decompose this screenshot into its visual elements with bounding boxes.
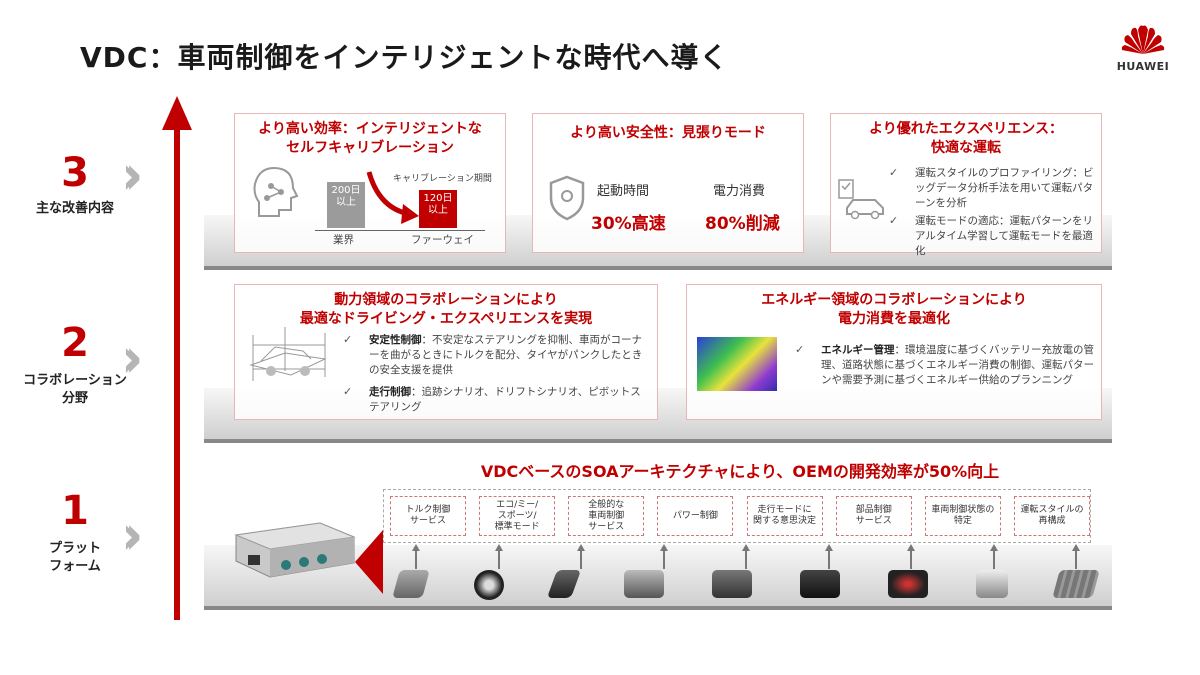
check-icon: ✓ — [795, 343, 805, 356]
startup-value: 30%高速 — [591, 214, 666, 234]
power-label: 電力消費 — [713, 184, 766, 199]
service-item: 走行モードに 関する意思決定 — [746, 496, 823, 536]
up-arrow-icon — [479, 544, 519, 569]
car-wireframe-icon — [249, 327, 327, 381]
check-icon: ✓ — [343, 333, 353, 346]
ecu-icon — [712, 570, 752, 598]
level-2-number: 2 — [61, 320, 89, 366]
huawei-label: ファーウェイ — [411, 234, 474, 246]
page-title: VDC：車両制御をインテリジェントな時代へ導く — [80, 41, 729, 74]
service-item: 部品制御 サービス — [835, 496, 912, 536]
battery-box-icon — [800, 570, 840, 598]
level-3-number: 3 — [61, 150, 89, 196]
safety-title: より高い安全性：見張りモード — [570, 125, 766, 141]
startup-label: 起動時間 — [597, 184, 650, 199]
service-item: エコ/ミー/ スポーツ/ 標準モード — [479, 496, 556, 536]
huawei-flower-icon — [1121, 25, 1165, 54]
up-arrow-icon — [726, 544, 766, 569]
abs-module-icon — [976, 570, 1008, 598]
service-item: トルク制御 サービス — [390, 496, 466, 536]
service-item: 車両制御状態の 特定 — [924, 496, 1001, 536]
car-checklist-icon — [838, 179, 884, 220]
power-domain-bullet-2: 走行制御：追跡シナリオ、ドリフトシナリオ、ピボットステアリング — [369, 385, 649, 415]
huawei-logo: HUAWEI — [1112, 22, 1174, 73]
bullet-body: ：追跡シナリオ、ドリフトシナリオ、ピボットステアリング — [369, 386, 641, 413]
up-arrow-icon — [809, 544, 849, 569]
experience-bullet-1: 運転スタイルのプロファイリング：ビッグデータ分析手法を用いて運転パターンを分析 — [915, 167, 1094, 209]
thermal-car-image — [697, 337, 777, 391]
progress-axis — [174, 108, 180, 620]
axis-arrow-head — [162, 96, 192, 130]
platform-pointer — [355, 530, 383, 594]
platform-headline: VDCベースのSOAアーキテクチャにより、OEMの開発効率が50%向上 — [480, 462, 1000, 481]
up-arrow-icon — [396, 544, 436, 569]
logo-text: HUAWEI — [1116, 60, 1170, 73]
services-container — [383, 489, 1091, 543]
service-item: パワー制御 — [657, 496, 734, 536]
up-arrow-icon — [561, 544, 601, 569]
shield-icon — [549, 175, 585, 221]
bar-baseline — [315, 230, 485, 231]
ai-head-icon — [253, 166, 299, 217]
up-arrow-icon — [974, 544, 1014, 569]
huawei-bar: 120日 以上 — [419, 190, 457, 228]
chevron-right-icon: ›› — [122, 325, 142, 390]
service-arrows — [396, 544, 1096, 569]
pedal-icon — [392, 570, 430, 598]
energy-domain-bullet-1: エネルギー管理：環境温度に基づくバッテリー充放電の管理、道路状態に基づくエネルギ… — [821, 343, 1095, 388]
vdc-controller-icon — [234, 522, 356, 578]
bullet-head: エネルギー管理 — [821, 344, 895, 356]
level-1-label: プラット フォーム — [48, 541, 101, 574]
battery-pack-icon — [1052, 570, 1100, 598]
experience-card: より優れたエクスペリエンス： 快適な運転 ✓ 運転スタイルのプロファイリング：ビ… — [830, 113, 1102, 257]
efficiency-card: より高い効率：インテリジェントな セルフキャリブレーション キャリブレーション期… — [234, 113, 506, 253]
reduction-arrow-icon — [366, 171, 419, 224]
energy-domain-card: エネルギー領域のコラボレーションにより 電力消費を最適化 ✓ エネルギー管理：環… — [686, 284, 1102, 420]
power-domain-bullet-1: 安定性制御：不安定なステアリングを抑制、車両がコーナーを曲がるときにトルクを配分… — [369, 333, 649, 378]
chevron-right-icon: ›› — [122, 502, 142, 567]
power-domain-title: 動力領域のコラボレーションにより 最適なドライビング・エクスペリエンスを実現 — [299, 292, 593, 327]
parts-row — [392, 570, 1100, 600]
bullet-body: ：不安定なステアリングを抑制、車両がコーナーを曲がるときにトルクを配分、タイヤが… — [369, 334, 643, 376]
check-icon: ✓ — [889, 166, 899, 179]
dashboard-icon — [888, 570, 928, 598]
bullet-head: 走行制御 — [369, 386, 411, 398]
experience-bullet-2: 運転モードの適応：運転パターンをリアルタイム学習して運転モードを最適化 — [915, 215, 1093, 257]
industry-label: 業界 — [333, 234, 354, 246]
safety-card: より高い安全性：見張りモード 起動時間 30%高速 電力消費 80%削減 — [532, 113, 804, 253]
level-2-label: コラボレーション 分野 — [23, 373, 127, 406]
power-value: 80%削減 — [705, 214, 780, 234]
check-icon: ✓ — [889, 214, 899, 227]
level-1-number: 1 — [61, 488, 89, 534]
check-icon: ✓ — [343, 385, 353, 398]
motor-icon — [624, 570, 664, 598]
energy-domain-title: エネルギー領域のコラボレーションにより 電力消費を最適化 — [761, 292, 1027, 327]
level-3-label: 主な改善内容 — [35, 201, 114, 216]
industry-bar: 200日 以上 — [327, 182, 365, 228]
efficiency-title: より高い効率：インテリジェントな セルフキャリブレーション — [258, 121, 482, 156]
up-arrow-icon — [1056, 544, 1096, 569]
start-button-icon — [474, 570, 504, 600]
bullet-head: 安定性制御 — [369, 334, 422, 346]
experience-title: より優れたエクスペリエンス： 快適な運転 — [868, 121, 1064, 156]
up-arrow-icon — [644, 544, 684, 569]
period-label: キャリブレーション期間 — [393, 174, 492, 184]
chevron-right-icon: ›› — [122, 142, 142, 207]
service-item: 全般的な 車両制御 サービス — [568, 496, 645, 536]
services-list: トルク制御 サービス エコ/ミー/ スポーツ/ 標準モード 全般的な 車両制御 … — [390, 496, 1090, 536]
service-item: 運転スタイルの 再構成 — [1013, 496, 1090, 536]
up-arrow-icon — [891, 544, 931, 569]
bullet-body: ：環境温度に基づくバッテリー充放電の管理、道路状態に基づくエネルギー消費の制御、… — [821, 344, 1094, 386]
power-domain-card: 動力領域のコラボレーションにより 最適なドライビング・エクスペリエンスを実現 ✓… — [234, 284, 658, 420]
shifter-icon — [546, 570, 582, 598]
